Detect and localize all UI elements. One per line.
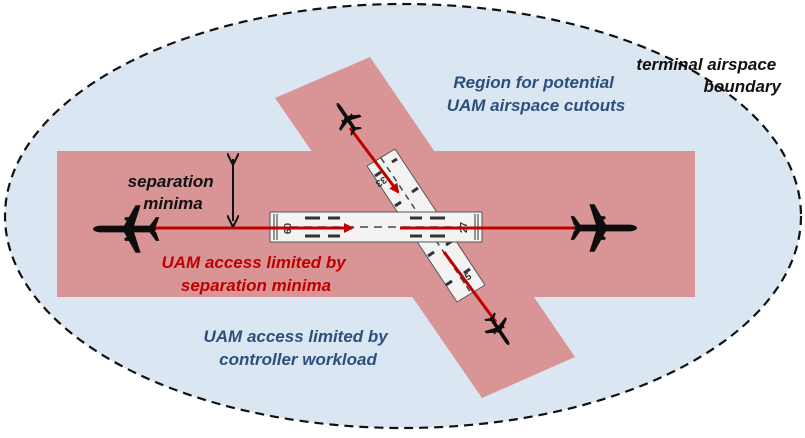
uam-separation-label: UAM access limited by separation minima: [162, 253, 351, 295]
cutouts-label: Region for potential UAM airspace cutout…: [447, 73, 626, 115]
boundary-label: terminal airspace boundary: [636, 55, 782, 96]
separation-minima-label: separation minima: [128, 172, 219, 213]
flight-paths: [150, 127, 580, 323]
diagonal-approach-path: [348, 127, 400, 194]
uam-workload-label: UAM access limited by controller workloa…: [204, 327, 393, 369]
diagonal-departure-path: [442, 251, 498, 323]
